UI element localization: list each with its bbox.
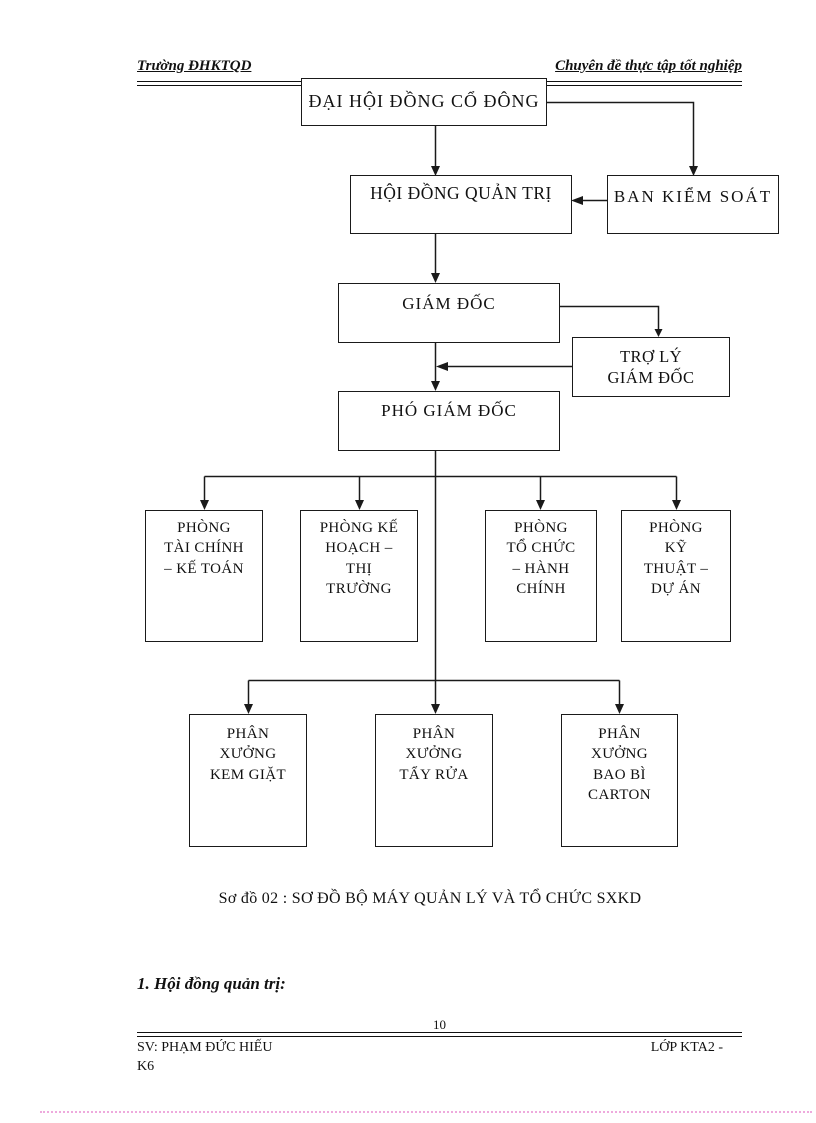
org-node-director: GIÁM ĐỐC <box>338 283 560 343</box>
page-number: 10 <box>433 1017 446 1032</box>
footer-rule <box>137 1032 742 1037</box>
org-node-dept-technical: PHÒNG KỸ THUẬT – DỰ ÁN <box>621 510 731 642</box>
bottom-dotted-margin-line <box>40 1111 812 1113</box>
org-node-workshop-kem-giat: PHÂN XƯỞNG KEM GIẶT <box>189 714 307 847</box>
org-node-assistant-director: TRỢ LÝ GIÁM ĐỐC <box>572 337 730 397</box>
org-node-workshop-bao-bi: PHÂN XƯỞNG BAO BÌ CARTON <box>561 714 678 847</box>
org-node-dept-finance: PHÒNG TÀI CHÍNH – KẾ TOÁN <box>145 510 263 642</box>
header-left-text: Trường ĐHKTQD <box>137 58 252 74</box>
org-node-dept-admin: PHÒNG TỔ CHỨC – HÀNH CHÍNH <box>485 510 597 642</box>
footer-left-text: SV: PHẠM ĐỨC HIẾU K6 <box>137 1040 273 1074</box>
org-node-workshop-tay-rua: PHÂN XƯỞNG TẨY RỬA <box>375 714 493 847</box>
diagram-caption: Sơ đồ 02 : SƠ ĐỒ BỘ MÁY QUẢN LÝ VÀ TỔ CH… <box>218 890 642 907</box>
org-node-deputy-director: PHÓ GIÁM ĐỐC <box>338 391 560 451</box>
org-node-shareholders: ĐẠI HỘI ĐỒNG CỔ ĐÔNG <box>301 78 547 126</box>
org-node-dept-planning: PHÒNG KẾ HOẠCH – THỊ TRƯỜNG <box>300 510 418 642</box>
footer-right-text: LỚP KTA2 - <box>650 1040 723 1055</box>
org-node-supervisory: BAN KIỂM SOÁT <box>607 175 779 234</box>
org-node-board: HỘI ĐỒNG QUẢN TRỊ <box>350 175 572 234</box>
header-right-text: Chuyên đề thực tập tốt nghiệp <box>555 58 742 74</box>
section-heading: 1. Hội đồng quản trị: <box>137 974 286 993</box>
